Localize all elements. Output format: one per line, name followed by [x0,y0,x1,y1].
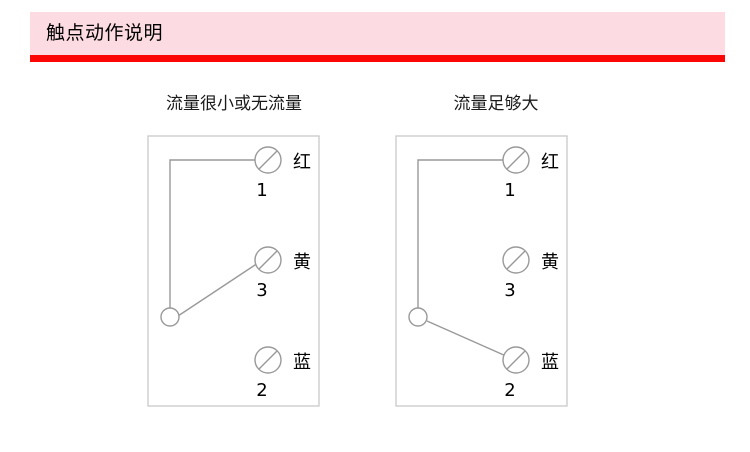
terminal-yellow: 黄 3 [254,246,311,301]
common-pivot-node [408,307,428,327]
terminal-blue-label: 蓝 [541,352,559,373]
common-pivot-node [160,307,180,327]
diagram-caption-low-flow: 流量很小或无流量 [166,94,302,114]
terminal-blue-slash [506,350,526,370]
contact-blade-to-blue [426,320,507,357]
terminal-red-label: 红 [541,152,559,173]
diagram-panel-low-flow: 流量很小或无流量 红 1 黄 3 [118,80,418,425]
terminal-red-number: 1 [504,180,515,201]
terminal-red-slash [506,150,526,170]
wire-pivot-to-red [417,159,505,313]
terminal-yellow: 黄 3 [502,246,559,301]
terminal-blue: 蓝 2 [254,346,311,401]
header-underline-rule [30,55,725,62]
terminal-yellow-number: 3 [504,280,515,301]
diagram-panel-high-flow: 流量足够大 红 1 黄 3 [366,80,666,425]
terminal-blue-number: 2 [504,380,515,401]
enclosure-box [395,135,568,407]
page-title: 触点动作说明 [46,22,164,44]
terminal-red-slash [258,150,278,170]
terminal-blue-label: 蓝 [293,352,311,373]
enclosure-box [147,135,320,407]
contact-schematic-high-flow: 红 1 黄 3 蓝 2 [395,135,568,407]
terminal-yellow-slash [258,250,278,270]
diagram-caption-high-flow: 流量足够大 [453,94,539,114]
terminal-yellow-slash [506,250,526,270]
terminal-yellow-label: 黄 [293,252,311,273]
terminal-yellow-label: 黄 [541,252,559,273]
terminal-red-label: 红 [293,152,311,173]
terminal-blue-slash [258,350,278,370]
diagram-area: 流量很小或无流量 红 1 黄 3 [0,80,750,452]
contact-blade-to-yellow [177,262,259,317]
page-header: 触点动作说明 [30,12,725,62]
terminal-red: 红 1 [254,146,311,201]
terminal-yellow-number: 3 [256,280,267,301]
terminal-red-number: 1 [256,180,267,201]
terminal-red: 红 1 [502,146,559,201]
wire-pivot-to-red [169,159,257,313]
contact-schematic-low-flow: 红 1 黄 3 蓝 2 [147,135,320,407]
terminal-blue: 蓝 2 [502,346,559,401]
header-background [30,12,725,55]
terminal-blue-number: 2 [256,380,267,401]
